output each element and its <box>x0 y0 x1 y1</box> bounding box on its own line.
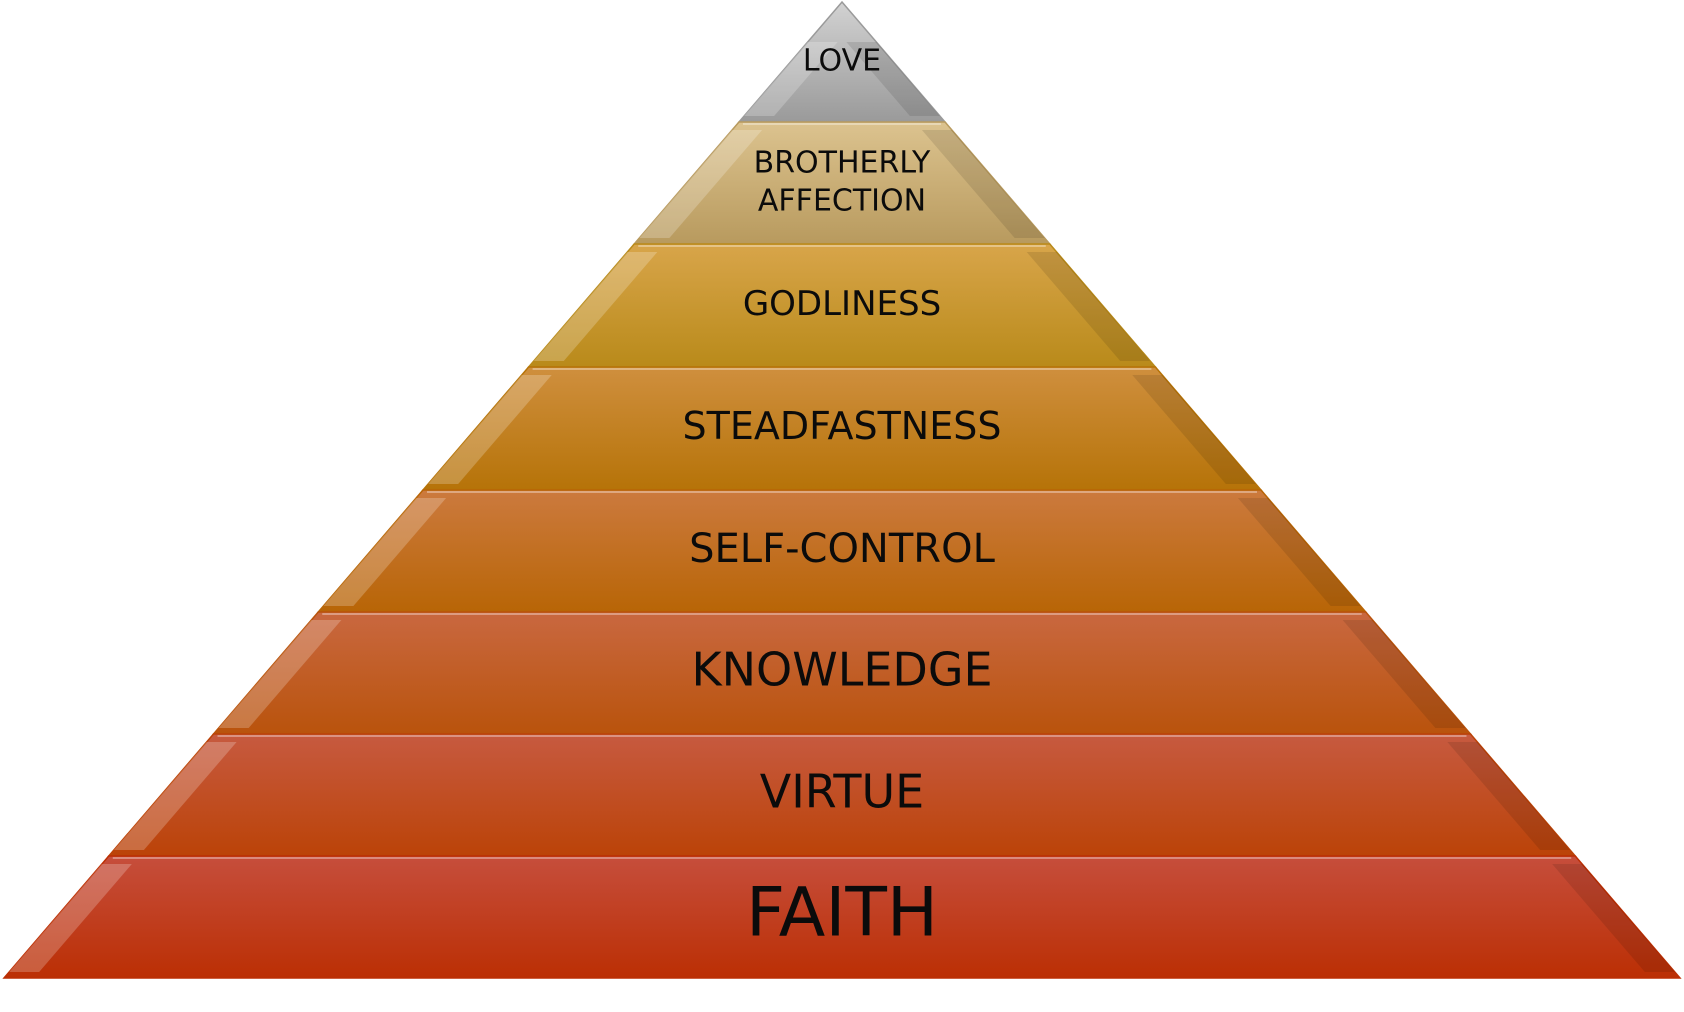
pyramid-tier: STEADFASTNESS <box>421 366 1263 491</box>
tier-right-bevel <box>1342 620 1466 728</box>
pyramid-tier: KNOWLEDGE <box>211 611 1473 735</box>
tier-left-bevel <box>533 252 658 361</box>
tier-label: GODLINESS <box>743 284 941 324</box>
tier-right-bevel <box>846 42 940 116</box>
tier-right-bevel <box>1132 375 1256 484</box>
tier-right-bevel <box>921 130 1045 238</box>
tier-left-bevel <box>428 375 552 484</box>
tier-label: SELF-CONTROL <box>689 526 995 572</box>
pyramid-tier: BROTHERLY AFFECTION <box>632 121 1052 245</box>
tier-left-bevel <box>218 620 342 728</box>
tier-label: BROTHERLY <box>754 145 931 180</box>
tier-label: KNOWLEDGE <box>691 643 992 697</box>
pyramid-tier: GODLINESS <box>526 243 1158 368</box>
tier-label: VIRTUE <box>760 765 924 819</box>
tier-label: LOVE <box>803 44 881 79</box>
tier-left-bevel <box>9 864 132 972</box>
tier-left-bevel <box>323 498 447 606</box>
tier-band <box>2 855 1682 979</box>
tier-left-bevel <box>744 42 838 116</box>
pyramid-tier: FAITH <box>2 855 1682 979</box>
pyramid-tier: SELF-CONTROL <box>316 489 1368 613</box>
pyramid-tier: LOVE <box>737 0 947 123</box>
tier-left-bevel <box>113 742 237 850</box>
tier-right-bevel <box>1026 252 1151 361</box>
pyramid-tier: VIRTUE <box>107 733 1577 857</box>
tier-left-bevel <box>639 130 763 238</box>
tier-right-bevel <box>1447 742 1571 850</box>
tier-right-bevel <box>1552 864 1675 972</box>
tier-label: AFFECTION <box>758 184 926 219</box>
tier-label: FAITH <box>746 874 938 953</box>
tier-label: STEADFASTNESS <box>683 404 1002 448</box>
tier-right-bevel <box>1237 498 1361 606</box>
